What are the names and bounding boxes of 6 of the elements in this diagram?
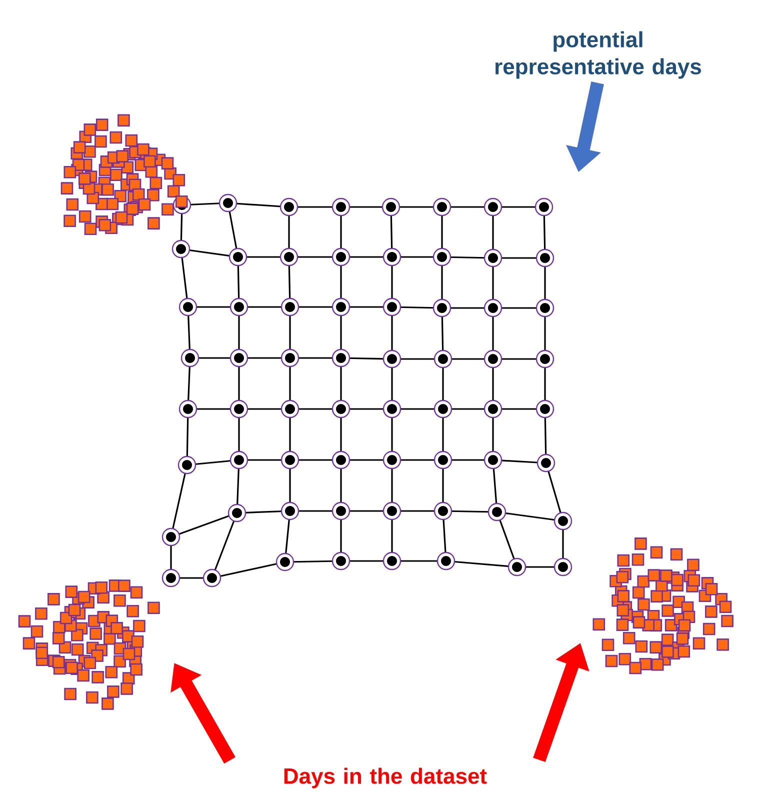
caption-text: potential representative days [496, 31, 702, 79]
point-cluster-drawing [18, 580, 160, 710]
grid-drawing [162, 194, 572, 588]
point-cluster-drawing [592, 538, 734, 674]
caption-text: Days in the dataset [284, 768, 487, 788]
point-cluster-drawing [60, 114, 188, 236]
